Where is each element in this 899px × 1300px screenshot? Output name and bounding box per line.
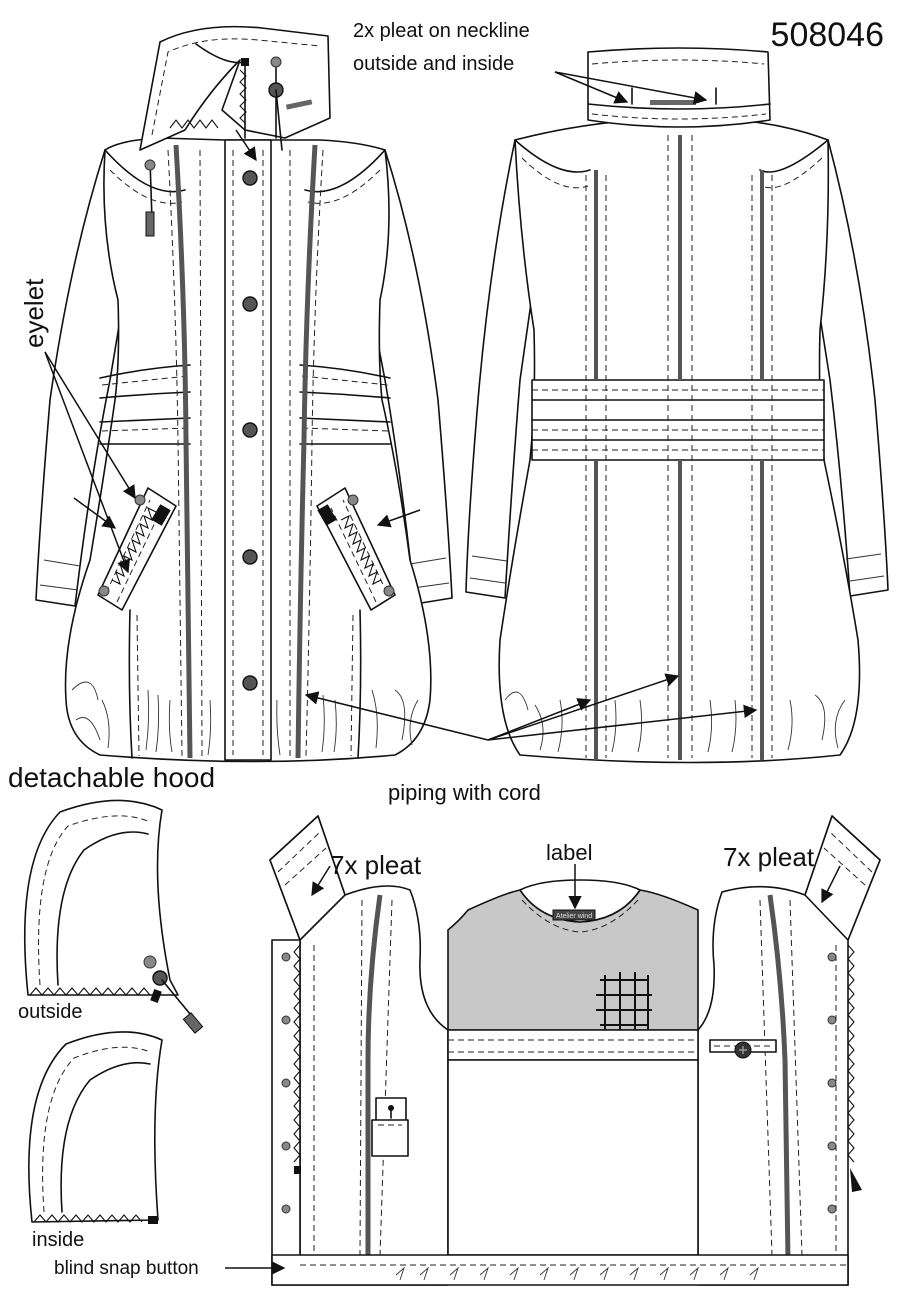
eyelet-icon <box>98 585 110 597</box>
back-left-sleeve <box>465 139 541 599</box>
front-placket <box>224 139 272 761</box>
callout-arrows <box>44 71 841 1275</box>
snap-icon <box>281 1204 291 1214</box>
inside-right-front <box>697 815 881 1286</box>
button-icon <box>242 549 258 565</box>
snap-icon <box>827 952 837 962</box>
front-left-piping <box>173 144 193 759</box>
label-piping-with-cord: piping with cord <box>388 780 541 805</box>
button-icon <box>242 296 258 312</box>
back-right-sleeve <box>807 139 889 597</box>
label-inside: inside <box>32 1229 84 1251</box>
front-view <box>35 25 453 763</box>
button-icon <box>242 422 258 438</box>
snap-icon <box>281 1015 291 1025</box>
placket-buttons <box>242 170 258 691</box>
snap-icon <box>281 1078 291 1088</box>
eyelet-icon <box>347 494 359 506</box>
inside-left-pocket <box>371 1097 409 1157</box>
snap-icon <box>281 952 291 962</box>
eyelet-icon <box>134 494 146 506</box>
style-number: 508046 <box>771 16 884 54</box>
front-collar <box>139 25 331 151</box>
label-detachable-hood: detachable hood <box>8 762 215 793</box>
back-collar <box>587 47 771 128</box>
label-label: label <box>546 840 592 865</box>
label-outside: outside <box>18 1001 83 1023</box>
eyelet-icon <box>383 585 395 597</box>
collar-eyelet-icon <box>270 56 282 68</box>
front-right-piping <box>295 144 318 759</box>
label-pleat-left: 7x pleat <box>330 850 422 880</box>
button-icon <box>242 675 258 691</box>
snap-icon <box>827 1141 837 1151</box>
inside-left-piping <box>365 894 383 1260</box>
hood-outside <box>24 799 204 1034</box>
label-eyelet: eyelet <box>19 278 49 348</box>
inside-right-pocket <box>709 1039 777 1059</box>
label-pleat-right: 7x pleat <box>723 842 815 872</box>
snap-icon <box>827 1078 837 1088</box>
inside-hem-band <box>271 1254 849 1286</box>
brand-label-text: Atelier wind <box>556 913 592 920</box>
label-pleat-neckline-line1: 2x pleat on neckline <box>353 20 530 42</box>
hood-eyelet-icon <box>143 955 157 969</box>
inside-right-piping <box>767 894 791 1261</box>
hood-inside <box>28 1031 163 1224</box>
grid-patch <box>596 972 652 1032</box>
front-left-pocket-flap <box>97 487 177 611</box>
snap-icon <box>827 1204 837 1214</box>
front-right-pocket-flap <box>316 487 396 611</box>
label-blind-snap-button: blind snap button <box>54 1258 199 1279</box>
button-icon <box>242 170 258 186</box>
label-pleat-neckline-line2: outside and inside <box>353 53 514 75</box>
right-snap-buttons <box>827 952 837 1214</box>
front-left-sleeve <box>35 149 131 607</box>
back-view <box>465 47 889 764</box>
inside-left-placket <box>271 939 301 1286</box>
brand-label-tag <box>552 909 596 921</box>
snap-icon <box>827 1015 837 1025</box>
snap-icon <box>281 1141 291 1151</box>
inside-view: Atelier wind <box>269 815 881 1286</box>
